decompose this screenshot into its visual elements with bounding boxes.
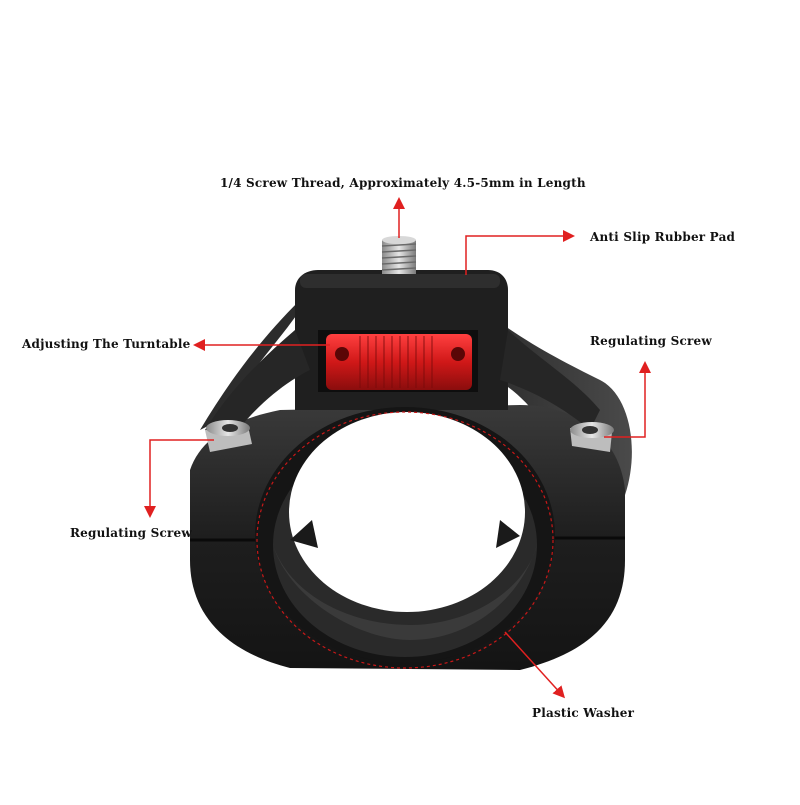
regulating-screw-right <box>570 422 614 452</box>
regulating-screw-left <box>205 420 252 452</box>
screw-thread-label: 1/4 Screw Thread, Approximately 4.5-5mm … <box>220 176 586 190</box>
callout-regulating-left <box>144 439 214 518</box>
plastic-washer-label: Plastic Washer <box>532 706 635 720</box>
callout-regulating-right <box>604 361 651 438</box>
regulating-screw-right-label: Regulating Screw <box>590 334 712 348</box>
regulating-screw-left-label: Regulating Screw <box>70 526 192 540</box>
plastic-washer <box>255 407 555 669</box>
adjusting-turntable <box>318 330 478 392</box>
anti-slip-rubber-pad <box>300 274 500 288</box>
screw-thread <box>381 236 417 274</box>
callout-lines <box>144 197 651 699</box>
anti-slip-pad-label: Anti Slip Rubber Pad <box>590 230 736 244</box>
callout-anti-slip-pad <box>465 230 575 275</box>
callout-plastic-washer <box>504 631 566 699</box>
adjusting-turntable-label: Adjusting The Turntable <box>22 337 191 351</box>
